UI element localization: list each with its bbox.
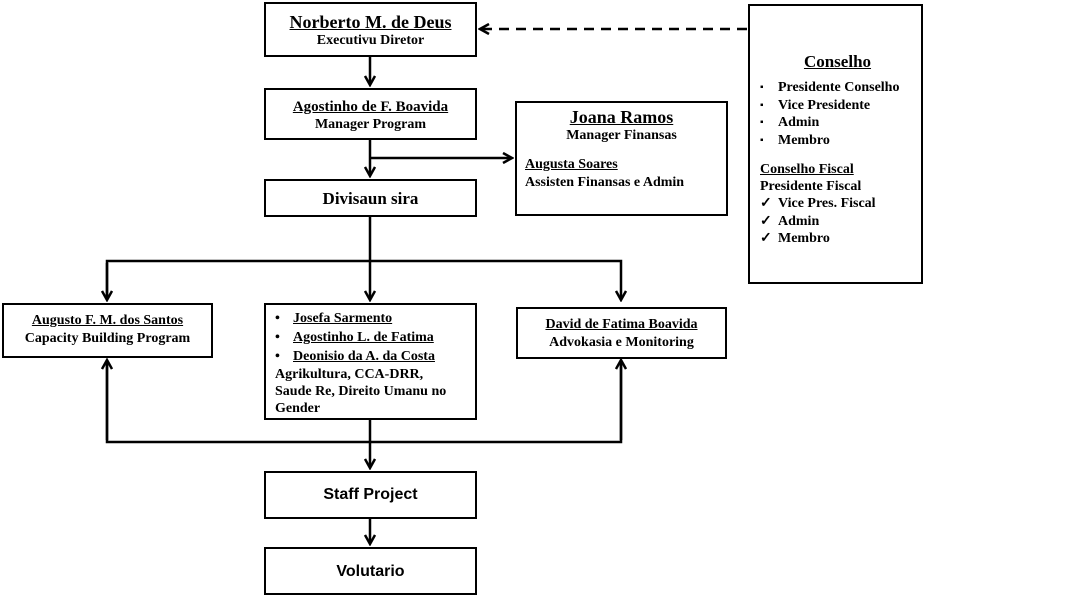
fiscal-member-label: Membro (778, 231, 830, 246)
council-member: ▪ Presidente Conselho (760, 79, 915, 97)
council-member: ▪ Vice Presidente (760, 97, 915, 115)
program-description: Agrikultura, CCA-DRR, Saude Re, Direito … (275, 367, 447, 416)
director-box[interactable]: Norberto M. de Deus Executivu Diretor (264, 2, 477, 57)
staff-project-box[interactable]: Staff Project (264, 471, 477, 519)
finance-box[interactable]: Joana Ramos Manager Finansas Augusta Soa… (515, 101, 728, 216)
program-manager-role: Manager Program (314, 117, 427, 132)
square-marker: ▪ (760, 134, 764, 146)
program-manager-box[interactable]: Agostinho de F. Boavida Manager Program (264, 88, 477, 140)
program-person-name: Agostinho L. de Fatima (293, 330, 434, 345)
advocacy-person-name: David de Fatima Boavida (545, 317, 698, 332)
advocacy-role: Advokasia e Monitoring (549, 335, 694, 350)
volunteers-box[interactable]: Volutario (264, 547, 477, 595)
council-member-label: Vice Presidente (778, 97, 871, 113)
council-title: Conselho (803, 52, 872, 71)
program-person: • Agostinho L. de Fatima (275, 328, 467, 347)
check-marker: ✓ (760, 196, 772, 211)
council-member-label: Admin (778, 115, 820, 130)
director-role: Executivu Diretor (316, 33, 425, 48)
council-member: ▪ Admin (760, 114, 915, 132)
program-person: • Josefa Sarmento (275, 309, 467, 328)
program-person-name: Josefa Sarmento (293, 311, 393, 326)
council-member-label: Presidente Conselho (778, 80, 900, 95)
council-member-label: Membro (778, 132, 830, 148)
program-people-list: • Josefa Sarmento • Agostinho L. de Fatima… (275, 309, 467, 366)
program-person: • Deonisio da A. da Costa (275, 347, 467, 366)
fiscal-member-label: Vice Pres. Fiscal (778, 196, 876, 211)
finance-assistant-role: Assisten Finansas e Admin (525, 175, 685, 190)
finance-assistant-name: Augusta Soares (525, 157, 618, 172)
council-box[interactable]: Conselho ▪ Presidente Conselho ▪ Vice Pres… (748, 4, 923, 284)
staff-project-label: Staff Project (323, 486, 418, 503)
fiscal-member: ✓ Admin (760, 213, 915, 231)
bullet-marker: • (275, 349, 280, 364)
check-marker: ✓ (760, 231, 772, 246)
capacity-role: Capacity Building Program (24, 331, 191, 346)
fiscal-member: ✓ Membro (760, 230, 915, 248)
council-member-list: ▪ Presidente Conselho ▪ Vice Presidente ▪ A… (760, 79, 915, 149)
square-marker: ▪ (760, 99, 764, 111)
finance-manager-role: Manager Finansas (566, 128, 677, 143)
fiscal-council-head: Presidente Fiscal (760, 179, 862, 194)
capacity-building-box[interactable]: Augusto F. M. dos Santos Capacity Buildi… (2, 303, 213, 358)
advocacy-box[interactable]: David de Fatima Boavida Advokasia e Moni… (516, 307, 727, 359)
division-box[interactable]: Divisaun sira (264, 179, 477, 217)
fiscal-member-list: ✓ Vice Pres. Fiscal ✓ Admin ✓ Membro (760, 195, 915, 248)
bullet-marker: • (275, 311, 280, 326)
division-label: Divisaun sira (322, 189, 419, 208)
square-marker: ▪ (760, 82, 764, 93)
fiscal-member-label: Admin (778, 213, 820, 229)
fiscal-member: ✓ Vice Pres. Fiscal (760, 195, 915, 213)
capacity-person-name: Augusto F. M. dos Santos (31, 313, 184, 328)
volunteers-label: Volutario (336, 563, 405, 580)
council-member: ▪ Membro (760, 132, 915, 150)
division-branch-line (105, 259, 621, 300)
programs-box[interactable]: • Josefa Sarmento • Agostinho L. de Fatima… (264, 303, 477, 420)
check-marker: ✓ (760, 213, 772, 229)
program-manager-name: Agostinho de F. Boavida (292, 99, 449, 115)
bullet-marker: • (275, 330, 280, 345)
program-person-name: Deonisio da A. da Costa (293, 349, 435, 364)
director-name: Norberto M. de Deus (289, 12, 452, 32)
finance-manager-name: Joana Ramos (569, 107, 674, 127)
fiscal-council-title: Conselho Fiscal (760, 162, 854, 177)
square-marker: ▪ (760, 117, 764, 128)
